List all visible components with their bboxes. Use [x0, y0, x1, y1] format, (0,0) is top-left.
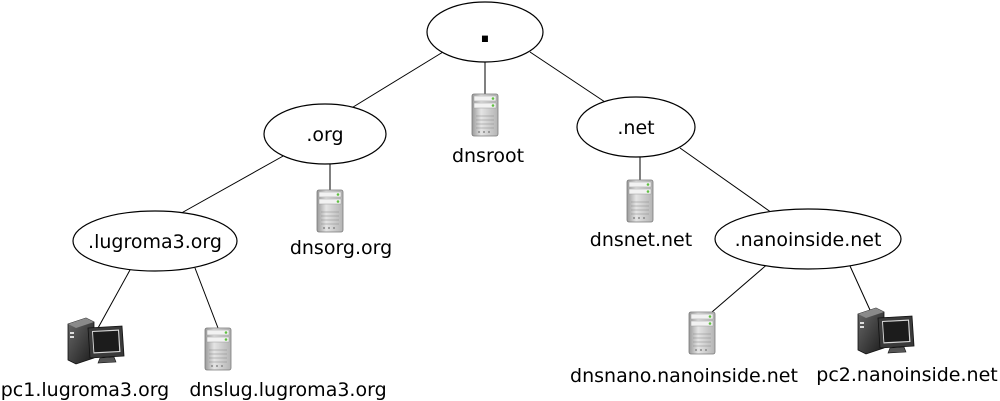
edge-nanoinside-pc2: [849, 265, 871, 311]
edge-lugroma3-pc1: [97, 269, 131, 329]
host-dnsnet-label: dnsnet.net: [590, 229, 692, 251]
edge-net-nanoinside: [679, 147, 776, 216]
workstation-icon: [857, 307, 915, 355]
server-icon: [471, 93, 499, 137]
edge-lugroma3-dnslug: [194, 267, 219, 329]
host-pc2-label: pc2.nanoinside.net: [816, 364, 997, 386]
zone-lugroma3-label: .lugroma3.org: [88, 231, 222, 253]
tree-edges: [97, 51, 871, 329]
edge-root-org: [344, 51, 444, 113]
host-pc1-label: pc1.lugroma3.org: [1, 379, 169, 401]
server-icon: [626, 179, 654, 223]
zone-lugroma3: .lugroma3.org: [72, 210, 238, 272]
host-dnsnano-label: dnsnano.nanoinside.net: [570, 365, 798, 387]
zone-org-label: .org: [306, 124, 343, 146]
zone-net-label: .net: [617, 117, 654, 139]
zone-nanoinside: .nanoinside.net: [714, 208, 902, 270]
host-dnslug-label: dnslug.lugroma3.org: [189, 379, 386, 401]
host-dnsroot-label: dnsroot: [452, 145, 524, 167]
host-dnsorg-label: dnsorg.org: [290, 237, 392, 259]
workstation-icon: [67, 317, 125, 365]
edge-nanoinside-dnsnano: [711, 261, 771, 313]
zone-net: .net: [576, 96, 696, 158]
zone-root: .: [426, 1, 544, 63]
server-icon: [688, 311, 716, 355]
zone-nanoinside-label: .nanoinside.net: [735, 229, 882, 251]
zone-root-label: .: [479, 11, 492, 51]
zone-org: .org: [263, 103, 387, 165]
server-icon: [316, 189, 344, 233]
server-icon: [204, 327, 232, 371]
edge-root-net: [529, 51, 606, 103]
